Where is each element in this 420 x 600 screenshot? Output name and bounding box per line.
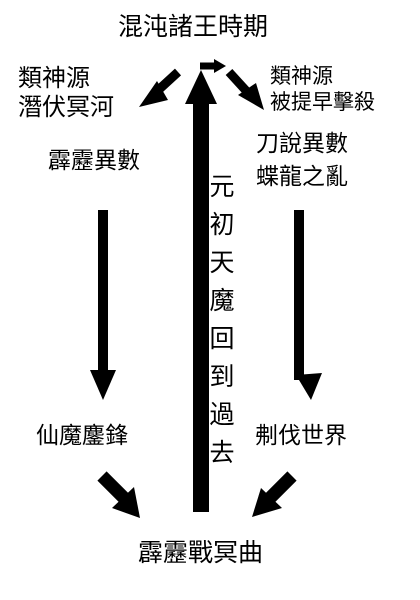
node-right-mid-line1: 刀說異數 <box>256 131 348 157</box>
node-left-top: 類神源 潛伏冥河 <box>18 64 114 122</box>
vertical-char: 過 <box>209 400 235 429</box>
node-right-low: 刜伐世界 <box>255 423 347 449</box>
arrow-small-right <box>200 59 226 73</box>
arrow-right-low-to-bottom <box>252 471 297 517</box>
arrow-top-to-left-branch <box>139 68 182 107</box>
vertical-char: 天 <box>209 248 235 277</box>
arrow-left-low-to-bottom <box>97 471 140 518</box>
vertical-char: 回 <box>209 324 235 353</box>
vertical-char: 元 <box>209 172 235 201</box>
vertical-char: 初 <box>209 210 235 239</box>
node-left-top-line2: 潛伏冥河 <box>18 93 114 121</box>
node-left-top-line1: 類神源 <box>18 64 90 92</box>
arrow-top-to-right-branch <box>225 68 264 110</box>
node-left-low: 仙魔鏖鋒 <box>36 423 128 449</box>
node-right-top-line1: 類神源 <box>270 64 333 88</box>
node-right-mid-line2: 蝶龍之亂 <box>256 164 348 190</box>
node-right-top: 類神源 被提早擊殺 <box>270 63 375 115</box>
node-right-top-line2: 被提早擊殺 <box>270 90 375 114</box>
vertical-char: 去 <box>209 438 235 467</box>
node-left-mid: 霹靂異數 <box>48 148 140 174</box>
arrow-right-mid-to-low <box>294 210 322 400</box>
vertical-char: 到 <box>209 362 235 391</box>
node-bottom: 霹靂戰冥曲 <box>138 538 264 567</box>
arrow-left-mid-to-low <box>90 210 116 400</box>
node-top: 混沌諸王時期 <box>118 12 269 41</box>
node-right-mid: 刀說異數 蝶龍之亂 <box>256 128 348 194</box>
vertical-char: 魔 <box>209 286 235 315</box>
vertical-label: 元 初 天 魔 回 到 過 去 <box>208 168 236 472</box>
arrow-bottom-to-top <box>185 70 217 512</box>
